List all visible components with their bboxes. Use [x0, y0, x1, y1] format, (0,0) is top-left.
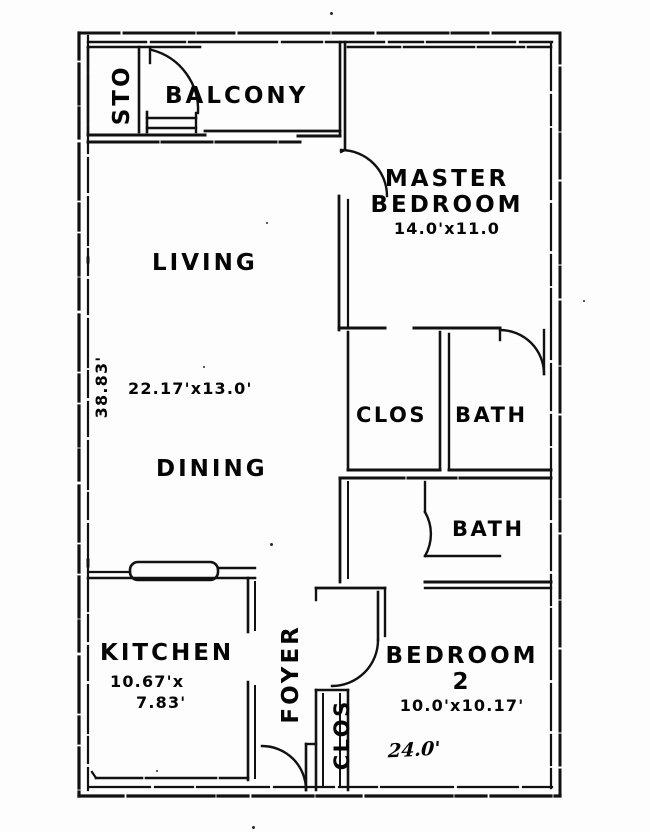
- scan-speck: [520, 700, 522, 702]
- room-label-dining: DINING: [156, 456, 268, 482]
- bedroom2-size: 10.0'x10.17': [399, 696, 525, 715]
- master-door-hinge: [339, 148, 347, 154]
- living-dining-size: 22.17'x13.0': [128, 379, 253, 398]
- room-label-kitchen: KITCHEN: [100, 640, 235, 666]
- master-bath-door-swing: [498, 328, 546, 376]
- room-label-bath-master: BATH: [455, 403, 528, 427]
- kitchen-size-line1: 10.67'x: [110, 672, 185, 691]
- scan-speck: [203, 366, 205, 368]
- overall-depth-dimension: 38.83': [92, 355, 112, 419]
- scan-speck: [156, 770, 158, 772]
- master-bedroom-line1: MASTER: [384, 166, 510, 192]
- hall-bath-door-swing: [423, 510, 433, 558]
- scan-speck: [266, 222, 268, 224]
- scan-speck: [330, 12, 333, 15]
- room-label-closet-foyer: CLOS: [330, 699, 355, 771]
- bedroom2-line1: BEDROOM: [385, 643, 539, 669]
- kitchen-corner-south: [90, 770, 98, 780]
- room-label-foyer: FOYER: [278, 624, 305, 724]
- room-label-master-bedroom: MASTER BEDROOM 14.0'x11.0: [352, 166, 542, 238]
- kitchen-sink: [128, 560, 220, 582]
- balcony-door-swing: [150, 48, 200, 115]
- overall-width-dimension: 24.0': [387, 737, 441, 763]
- scan-speck: [270, 543, 273, 546]
- master-door-swing: [339, 148, 389, 198]
- room-label-bedroom-2: BEDROOM 2 10.0'x10.17': [372, 643, 552, 715]
- scan-speck: [583, 300, 585, 302]
- room-label-bath-hall: BATH: [452, 517, 525, 541]
- room-label-balcony: BALCONY: [165, 83, 309, 109]
- room-label-closet-master: CLOS: [356, 403, 428, 427]
- kitchen-size-line2: 7.83': [136, 693, 187, 712]
- master-bedroom-size: 14.0'x11.0: [393, 219, 501, 238]
- scan-speck: [252, 826, 255, 829]
- room-label-living: LIVING: [152, 250, 258, 276]
- bedroom2-door-swing: [330, 638, 380, 688]
- entry-door-swing: [260, 744, 308, 792]
- room-label-sto: STO: [109, 64, 136, 126]
- bedroom2-line2: 2: [452, 669, 472, 695]
- master-bedroom-line2: BEDROOM: [370, 192, 524, 218]
